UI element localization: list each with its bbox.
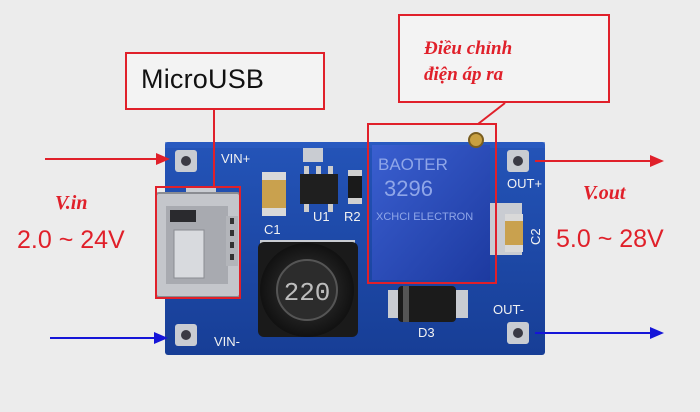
diode-d3 [388,286,468,322]
output-negative-arrow [535,327,664,339]
pot-model: 3296 [384,176,433,201]
silk-c2: C2 [528,228,543,245]
silk-r2: R2 [344,209,361,224]
pot-brand: BAOTER [378,155,448,174]
voltage-adjust-line2: điện áp ra [424,64,504,85]
capacitor-c1 [262,172,286,216]
pot-highlight-box [367,123,497,284]
microusb-callout: MicroUSB [125,52,325,110]
pot-maker: XCHCI ELECTRON [376,211,473,223]
input-negative-arrow [50,332,168,344]
resistor-r2 [348,170,362,204]
pot-leader-line [477,102,506,125]
silk-out-plus: OUT+ [507,176,542,191]
silk-vin-plus: VIN+ [221,151,250,166]
input-voltage-label: V.in [55,192,88,214]
chip-u1 [300,166,338,212]
input-voltage-range: 2.0 ~ 24V [17,226,125,254]
silk-vin-minus: VIN- [214,334,240,349]
micro-usb-connector [155,192,241,298]
voltage-adjust-callout: Điều chỉnh điện áp ra [398,14,610,103]
usb-highlight-box [155,186,241,299]
inductor-marking: 220 [284,278,331,308]
output-voltage-range: 5.0 ~ 28V [556,225,664,253]
inductor [258,242,358,337]
silk-u1: U1 [313,209,330,224]
silk-c1: C1 [264,222,281,237]
microusb-callout-label: MicroUSB [141,64,265,94]
potentiometer [372,132,490,280]
mounting-pads [175,150,529,346]
silk-out-minus: OUT- [493,302,524,317]
output-voltage-label: V.out [583,182,626,204]
silk-d3: D3 [418,325,435,340]
capacitor-c2 [505,214,523,252]
input-positive-arrow [45,153,170,165]
voltage-adjust-line1: Điều chỉnh [424,38,513,59]
output-positive-arrow [535,155,664,167]
